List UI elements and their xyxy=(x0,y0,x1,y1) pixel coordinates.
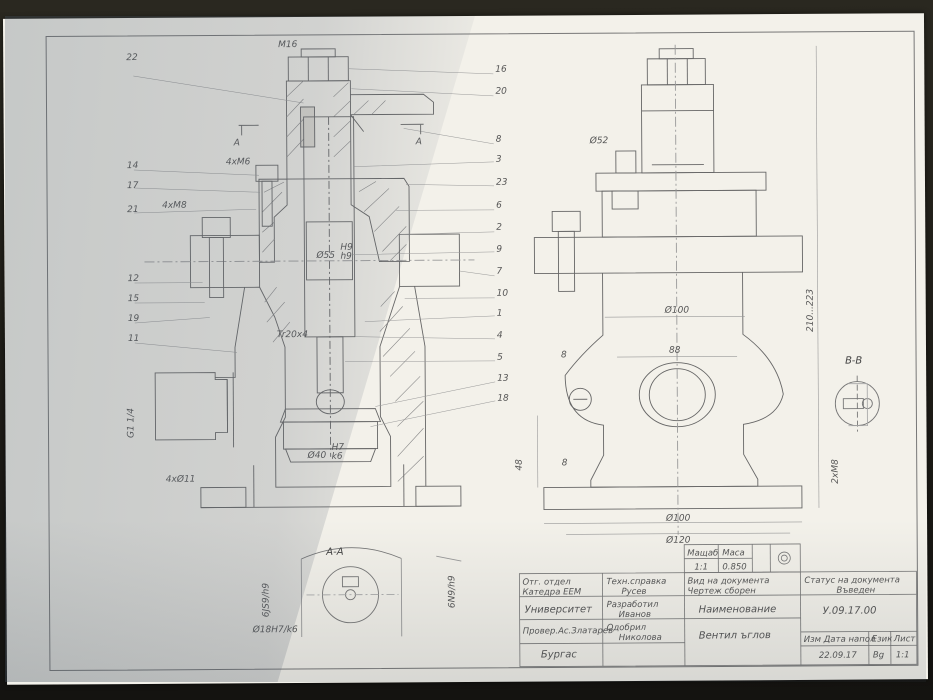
dim-8b: 8 xyxy=(562,458,568,468)
mass-label: Маса xyxy=(722,548,744,558)
approved-value: Николова xyxy=(619,633,662,643)
lang-label: Език xyxy=(872,634,893,644)
sheet-label: Лист xyxy=(893,634,917,644)
callout: 16 xyxy=(495,65,507,75)
dim-4xm6: 4xM6 xyxy=(226,157,251,167)
dept-value: Катедра ЕЕМ xyxy=(522,587,581,597)
dim-88: 88 xyxy=(669,346,681,356)
dim-m16: M16 xyxy=(278,40,298,50)
scale-value: 1:1 xyxy=(694,563,708,573)
org: Университет xyxy=(525,604,594,615)
checked-label: Провер.Ас.Златарев xyxy=(523,626,613,637)
dim-4xd11: 4xØ11 xyxy=(166,474,196,485)
dim-tr: Tr20x4 xyxy=(277,330,308,340)
title-block-text: Мащаб 1:1 Маса 0.850 Отг. отдел Катедра … xyxy=(522,548,917,661)
callout: 13 xyxy=(497,374,509,384)
rev-date: 22.09.17 xyxy=(819,651,858,661)
callout: 6 xyxy=(496,201,502,211)
dim-4xm8: 4xM8 xyxy=(162,201,187,211)
callout: 11 xyxy=(128,334,140,344)
callout: 10 xyxy=(497,289,509,299)
left-sectional-view xyxy=(133,48,496,509)
section-mark-a: A xyxy=(233,138,240,148)
dim-2xm8: 2xM8 xyxy=(831,459,841,484)
mass-value: 0.850 xyxy=(722,562,746,572)
status-value: Въведен xyxy=(836,585,875,595)
developed-value: Иванов xyxy=(619,610,651,620)
callout: 2 xyxy=(496,223,502,233)
dim-8a: 8 xyxy=(561,350,567,360)
approved-label: Одобрил xyxy=(607,623,647,633)
callout: 22 xyxy=(126,53,138,63)
technical-drawing: 22 14 17 21 12 15 19 11 16 20 8 3 23 6 2… xyxy=(45,30,919,672)
dim-d100-mid: Ø100 xyxy=(664,305,690,316)
city: Бургас xyxy=(541,649,578,660)
section-aa-dim-left: 6JS9/h9 xyxy=(261,583,271,618)
dim-h9b: h9 xyxy=(340,252,352,262)
dim-d120: Ø120 xyxy=(665,535,691,546)
callout: 18 xyxy=(497,394,509,404)
callout: 15 xyxy=(128,294,140,304)
dept-label: Отг. отдел xyxy=(522,577,571,587)
dim-h9: H9 xyxy=(340,243,353,253)
dim-g114: G1 1/4 xyxy=(126,408,136,438)
doc-type-value: Чертеж сборен xyxy=(687,586,756,596)
dim-d40: Ø40 xyxy=(307,450,327,461)
tech-label: Техн.справка xyxy=(606,577,666,587)
sheet-value: 1:1 xyxy=(896,650,910,660)
tech-value: Русев xyxy=(621,587,646,597)
name-label: Наименование xyxy=(699,604,777,615)
callouts-left: 22 14 17 21 12 15 19 11 xyxy=(126,53,140,344)
callout: 21 xyxy=(127,205,139,215)
callouts-right: 16 20 8 3 23 6 2 9 7 10 1 4 5 13 18 xyxy=(495,65,509,404)
callout: 5 xyxy=(497,353,503,363)
callout: 23 xyxy=(496,178,508,188)
lang-value: Bg xyxy=(873,650,885,660)
doc-type-label: Вид на документа xyxy=(687,576,769,587)
dim-h7: H7 xyxy=(332,443,345,453)
product-name: Вентил ъглов xyxy=(699,630,771,641)
drawing-frame xyxy=(45,30,919,672)
title-block xyxy=(518,543,918,668)
callout: 9 xyxy=(496,245,502,255)
left-view-dimensions: M16 4xM6 4xM8 Ø55 H9 h9 Tr20x4 Ø40 H7 k6… xyxy=(126,40,422,485)
dim-48: 48 xyxy=(515,459,525,471)
section-bb-title: B-B xyxy=(845,356,862,367)
section-aa-title: A-A xyxy=(325,547,344,558)
section-mark-a2: A xyxy=(415,137,422,147)
callout: 14 xyxy=(127,161,139,171)
callout: 8 xyxy=(496,135,502,145)
section-aa-dim-right: 6N9/h9 xyxy=(447,575,457,608)
callout: 7 xyxy=(496,267,502,277)
callout: 4 xyxy=(497,331,503,341)
callout: 3 xyxy=(496,155,502,165)
dim-k6: k6 xyxy=(332,452,343,462)
callout: 1 xyxy=(497,309,503,319)
drawing-sheet: 22 14 17 21 12 15 19 11 16 20 8 3 23 6 2… xyxy=(2,13,929,685)
section-bb-view xyxy=(834,375,880,432)
dim-height: 210...223 xyxy=(806,289,816,332)
section-aa-view xyxy=(300,547,462,638)
section-aa-dim-bottom: Ø18H7/k6 xyxy=(252,624,298,635)
dim-d52: Ø52 xyxy=(589,135,609,146)
status-label: Статус на документа xyxy=(804,575,900,586)
callout: 20 xyxy=(495,87,507,97)
callout: 12 xyxy=(128,274,140,284)
doc-number: У.09.17.00 xyxy=(823,605,877,616)
rev-label: Изм Дата напол xyxy=(804,634,876,644)
dim-d55: Ø55 xyxy=(315,250,335,261)
callout: 17 xyxy=(127,181,139,191)
right-exterior-view xyxy=(533,44,820,535)
scale-label: Мащаб xyxy=(687,548,718,558)
dim-d100-bottom: Ø100 xyxy=(665,513,691,524)
developed-label: Разработил xyxy=(607,600,659,610)
callout: 19 xyxy=(128,314,140,324)
right-view-dimensions: Ø52 Ø100 88 8 8 48 Ø100 Ø120 210...223 xyxy=(515,135,816,546)
